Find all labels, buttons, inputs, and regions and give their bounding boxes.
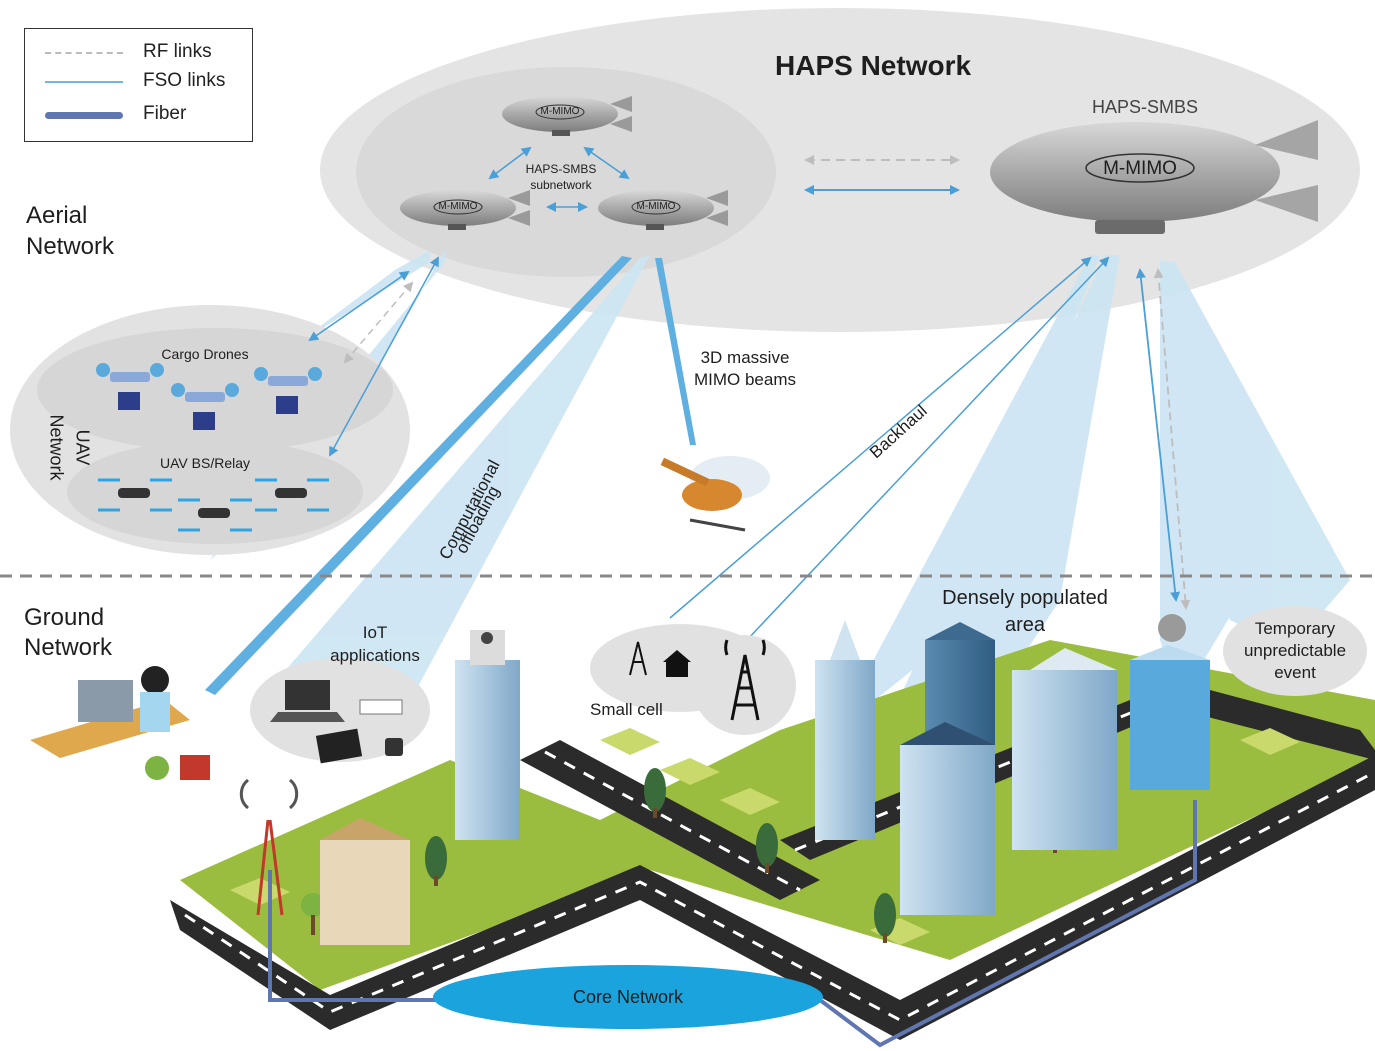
- beams-label-2: MIMO beams: [693, 370, 797, 389]
- small-cell-mini-icon: [629, 641, 647, 676]
- iot-label-2: applications: [330, 646, 420, 665]
- cargo-drone-cloud: [37, 328, 393, 452]
- legend-rf: RF links: [45, 41, 245, 65]
- tree: [301, 893, 325, 935]
- beams-label-1: 3D massive: [700, 348, 790, 367]
- tree: [874, 893, 896, 943]
- backhaul-link: [744, 256, 1110, 643]
- ground-label-2: Network: [24, 634, 113, 661]
- aerial-label-1: Aerial: [26, 202, 88, 229]
- legend-fso: FSO links: [45, 70, 245, 94]
- mmimo-label-big: M-MIMO: [1103, 158, 1177, 179]
- legend-fiber-label: Fiber: [143, 103, 187, 124]
- iot-label-1: IoT: [362, 623, 388, 642]
- haps-smbs-label: HAPS-SMBS: [1092, 97, 1199, 117]
- watch-icon: [385, 738, 403, 756]
- haps-smbs-zeppelin: [990, 120, 1318, 234]
- mmimo-label-left: M-MIMO: [438, 201, 478, 212]
- temp-event-label-3: event: [1274, 663, 1316, 682]
- ground-road: [170, 755, 1375, 1040]
- subnetwork-label-1: HAPS-SMBS: [525, 162, 597, 176]
- uav-network-label-2: Network: [46, 414, 67, 481]
- haps-network-title: HAPS Network: [775, 50, 972, 81]
- backhaul-link: [669, 256, 1092, 619]
- fiber-link: [268, 870, 440, 1002]
- router-icon: [359, 699, 403, 715]
- home-icon: [663, 650, 691, 677]
- temp-event-label-1: Temporary: [1254, 619, 1336, 638]
- tablet-icon: [315, 728, 363, 764]
- haps-zeppelin-right: [598, 190, 728, 230]
- ground-road: [1200, 690, 1375, 760]
- subnetwork-label-2: subnetwork: [530, 178, 592, 192]
- core-network-label: Core Network: [572, 987, 684, 1007]
- office-worker: [30, 666, 210, 780]
- tower-center: [900, 722, 995, 915]
- uav-relay-label: UAV BS/Relay: [160, 455, 250, 471]
- tower-left: [815, 620, 875, 840]
- skyscraper-white: [455, 630, 520, 840]
- cargo-drone: [171, 383, 239, 430]
- relay-drone: [98, 478, 172, 512]
- aerial-label-2: Network: [26, 233, 115, 260]
- legend-rf-label: RF links: [143, 41, 212, 62]
- rf-link-swatch: [45, 52, 123, 54]
- mmimo-label-right: M-MIMO: [636, 201, 676, 212]
- helicopter: [660, 456, 770, 532]
- core-network-node: [433, 965, 823, 1029]
- haps-zeppelin-top: [502, 96, 632, 136]
- offloading-beam: [205, 256, 632, 695]
- helicopter-beam: [655, 258, 696, 445]
- ground-label-1: Ground: [24, 604, 105, 631]
- mmimo-label-top: M-MIMO: [540, 106, 580, 117]
- small-cell-label: Small cell: [590, 700, 663, 719]
- dense-area-label-1: Densely populated: [942, 587, 1108, 609]
- house-building: [320, 818, 410, 945]
- legend-fiber: Fiber: [45, 103, 245, 127]
- relay-drone: [255, 478, 329, 512]
- tree: [644, 768, 666, 818]
- fso-link-swatch: [45, 81, 123, 83]
- temp-event-label-2: unpredictable: [1243, 641, 1347, 660]
- relay-drone: [178, 498, 252, 532]
- temp-event-cloud: [1223, 606, 1367, 696]
- fiber-link: [818, 800, 1197, 1048]
- relay-drone-cloud: [67, 440, 363, 544]
- legend: RF links FSO links Fiber: [24, 28, 253, 142]
- dense-area-label-2: area: [1004, 614, 1046, 636]
- fiber-swatch: [45, 112, 123, 119]
- macro-cell-tower: [239, 778, 299, 916]
- cargo-drone: [96, 363, 164, 410]
- tree: [425, 836, 447, 886]
- legend-fso-label: FSO links: [143, 70, 226, 91]
- tree: [756, 823, 778, 873]
- haps-fso-link: [583, 146, 630, 180]
- tower-glass: [1012, 648, 1117, 850]
- uav-network-label-1: UAV: [72, 429, 93, 466]
- uav-fso-link: [329, 256, 439, 457]
- small-cell-tower-icon: [724, 639, 766, 721]
- haps-zeppelin-left: [400, 190, 530, 230]
- temp-event-rf-link: [1153, 268, 1191, 610]
- cargo-drones-label: Cargo Drones: [161, 346, 249, 362]
- tower-event: [1130, 614, 1210, 790]
- haps-fso-link: [488, 146, 532, 180]
- cargo-drone: [254, 367, 322, 414]
- laptop-icon: [270, 680, 345, 722]
